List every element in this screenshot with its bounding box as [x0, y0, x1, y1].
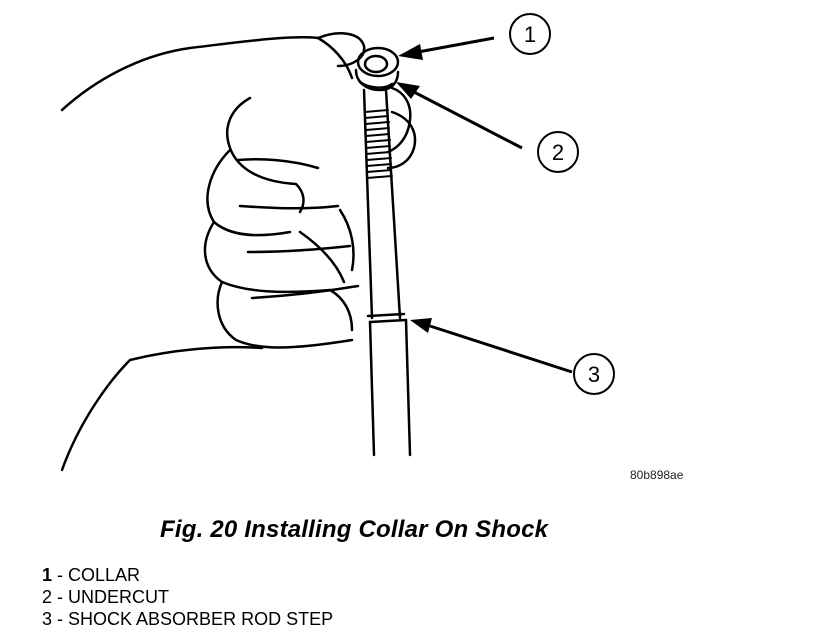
- legend-item: 2 - UNDERCUT: [42, 586, 333, 608]
- callout-3-number: 3: [588, 362, 600, 387]
- legend-label: COLLAR: [68, 565, 141, 585]
- legend-label: UNDERCUT: [68, 587, 170, 607]
- leader-arrows: [396, 36, 573, 374]
- callout-2-number: 2: [552, 140, 564, 165]
- legend-separator: -: [52, 565, 69, 585]
- callout-2: 2: [537, 131, 579, 173]
- collar-installation-illustration: 1 2 3: [60, 13, 615, 472]
- legend-label: SHOCK ABSORBER ROD STEP: [68, 609, 334, 629]
- legend-separator: -: [52, 609, 69, 629]
- figure-code: 80b898ae: [630, 468, 684, 482]
- callout-legend: 1 - COLLAR 2 - UNDERCUT 3 - SHOCK ABSORB…: [42, 564, 333, 630]
- legend-number: 1: [42, 565, 53, 585]
- legend-separator: -: [52, 587, 69, 607]
- legend-item: 1 - COLLAR: [42, 564, 333, 586]
- figure-caption: Fig. 20 Installing Collar On Shock: [160, 516, 549, 543]
- shock-absorber-rod: [362, 88, 412, 457]
- hand-drawing: [60, 32, 417, 472]
- callout-1: 1: [509, 13, 551, 55]
- legend-number: 2: [42, 587, 53, 607]
- legend-number: 3: [42, 609, 53, 629]
- legend-item: 3 - SHOCK ABSORBER ROD STEP: [42, 608, 333, 630]
- callout-1-number: 1: [524, 22, 536, 47]
- collar-part: [354, 46, 400, 92]
- callout-3: 3: [573, 353, 615, 395]
